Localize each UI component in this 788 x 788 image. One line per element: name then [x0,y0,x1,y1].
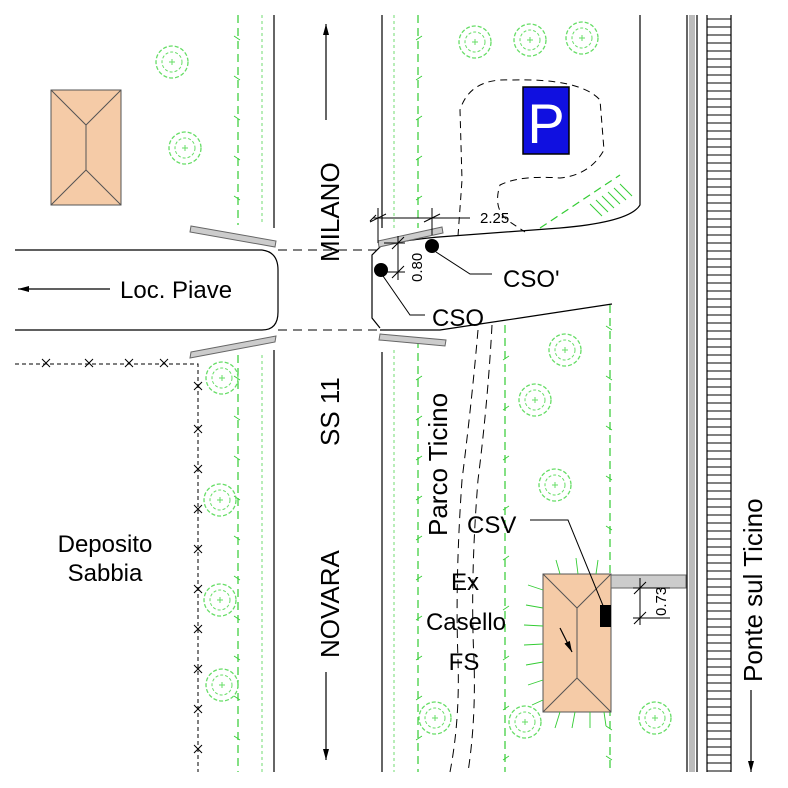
road-ss11 [273,15,383,772]
ex-label: Ex [451,569,479,596]
building-top-left [50,89,122,206]
cso-label: CSO [432,305,484,332]
dimension-080 [384,236,405,280]
deposito-label-1: Deposito [58,531,153,558]
fs-label: FS [449,649,480,676]
leader-lines [382,251,605,609]
railway-connector [610,574,687,589]
dimension-073-label: 0.73 [653,587,670,616]
deposito-label-2: Sabbia [68,560,143,587]
parco-ticino-label: Parco Ticino [423,393,453,536]
novara-label: NOVARA [315,549,345,658]
dimension-080-label: 0.80 [409,253,426,282]
grass-hatch-parking [589,183,633,217]
railway-track-icon [686,15,732,772]
cso-prime-point [425,239,439,253]
junction-lines [278,249,380,331]
grass-tufts [233,35,613,761]
road-loc-piave [15,249,279,331]
dimension-225 [369,208,470,243]
barrier-gates [189,225,447,359]
milano-label: MILANO [315,162,345,262]
parking-area-outline [457,79,605,237]
parking-sign-icon: P [527,92,564,155]
ss11-label: SS 11 [315,377,345,446]
grass-verges [237,15,611,772]
dimension-073 [633,578,670,625]
casello-label: Casello [426,609,506,636]
building-ex-casello [542,573,612,713]
fence [15,358,203,772]
cso-point [374,263,388,277]
parking-sign: P [522,86,570,155]
csv-label: CSV [467,512,516,539]
grass-hatch-casello [523,557,607,729]
arrow-icon [18,24,754,772]
fence-x-icon [41,358,203,754]
ponte-label: Ponte sul Ticino [738,498,768,682]
csv-control-box [600,605,611,627]
cso-prime-label: CSO' [503,266,560,293]
dimension-225-label: 2.25 [480,210,509,227]
loc-piave-label: Loc. Piave [120,277,232,304]
park-path [449,324,493,773]
